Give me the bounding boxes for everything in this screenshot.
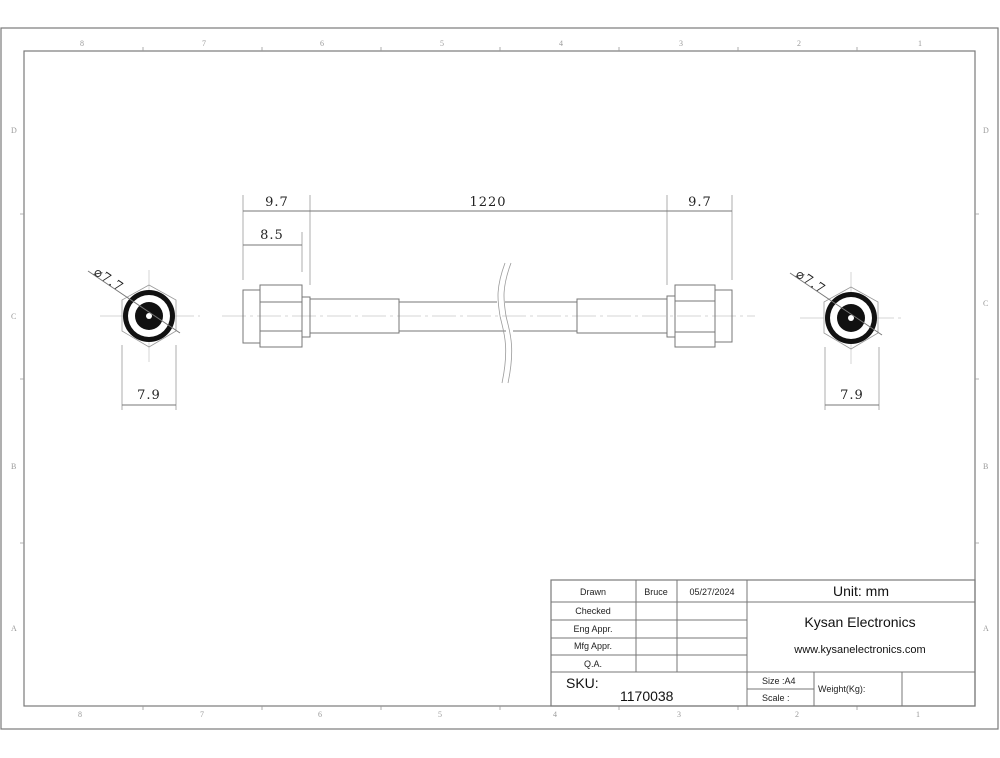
inner-frame	[23, 50, 976, 707]
scale-label: Scale :	[762, 693, 790, 703]
cable-side-view	[242, 262, 733, 384]
grid-col-label: 1	[916, 710, 920, 719]
hex-outline	[121, 284, 177, 348]
company-website: www.kysanelectronics.com	[793, 644, 925, 656]
grid-row-label: B	[983, 462, 988, 471]
grid-labels-bottom: 8 7 6 5 4 3 2 1	[78, 710, 920, 719]
diameter-leader	[87, 270, 181, 334]
left-nut	[242, 289, 261, 344]
diameter-label: ⌀7.7	[91, 265, 126, 296]
row-label: Checked	[575, 606, 611, 616]
dimension-right-connector: 9.7	[688, 195, 712, 210]
grid-row-label: A	[983, 624, 989, 633]
unit-label: Unit: mm	[833, 583, 889, 599]
grid-row-label: D	[983, 126, 989, 135]
right-end-view: ⌀7.7 7.9	[789, 267, 883, 410]
grid-col-label: 4	[559, 39, 563, 48]
grid-col-label: 6	[320, 39, 324, 48]
grid-row-label: D	[11, 126, 17, 135]
grid-row-label: B	[11, 462, 16, 471]
grid-col-label: 8	[78, 710, 82, 719]
grid-col-label: 3	[677, 710, 681, 719]
centerline	[100, 315, 902, 319]
center-pin	[146, 313, 152, 319]
hex-outline	[823, 286, 879, 350]
diameter-leader	[789, 272, 883, 336]
dimension-cable-length: 1220	[469, 195, 506, 210]
grid-col-label: 5	[438, 710, 442, 719]
extension-lines	[824, 347, 880, 410]
drawn-by: Bruce	[644, 587, 668, 597]
break-symbol	[497, 262, 513, 384]
left-end-view: ⌀7.7 7.9	[87, 265, 181, 410]
right-ring	[666, 295, 676, 338]
sku-label: SKU:	[566, 675, 599, 691]
grid-col-label: 8	[80, 39, 84, 48]
dimension-left-hex: 8.5	[260, 228, 284, 243]
grid-row-label: C	[983, 299, 988, 308]
grid-col-label: 2	[795, 710, 799, 719]
grid-col-label: 7	[202, 39, 206, 48]
size-label: Size :A4	[762, 676, 796, 686]
grid-row-label: A	[11, 624, 17, 633]
cable-body	[399, 301, 577, 332]
diameter-label: ⌀7.7	[793, 267, 828, 298]
center-pin	[848, 315, 854, 321]
outer-frame	[0, 27, 999, 730]
grid-row-label: C	[11, 312, 16, 321]
grid-col-label: 6	[318, 710, 322, 719]
grid-col-label: 2	[797, 39, 801, 48]
width-label: 7.9	[137, 388, 161, 403]
grid-labels-top: 8 7 6 5 4 3 2 1	[80, 39, 922, 48]
dimension-left-connector: 9.7	[265, 195, 289, 210]
company-name: Kysan Electronics	[804, 614, 915, 630]
drawn-date: 05/27/2024	[689, 587, 734, 597]
row-label: Drawn	[580, 587, 606, 597]
grid-col-label: 1	[918, 39, 922, 48]
row-label: Mfg Appr.	[574, 641, 612, 651]
weight-label: Weight(Kg):	[818, 684, 865, 694]
title-block: Drawn Bruce 05/27/2024 Checked Eng Appr.…	[550, 579, 976, 707]
row-label: Q.A.	[584, 659, 602, 669]
grid-col-label: 7	[200, 710, 204, 719]
grid-col-label: 4	[553, 710, 557, 719]
grid-col-label: 5	[440, 39, 444, 48]
left-ring	[301, 296, 311, 338]
sku-value: 1170038	[620, 688, 674, 704]
row-label: Eng Appr.	[573, 624, 612, 634]
right-nut	[714, 289, 733, 343]
width-label: 7.9	[840, 388, 864, 403]
side-dimensions: 9.7 1220 9.7 8.5	[242, 195, 733, 285]
grid-ticks	[20, 47, 979, 710]
left-ferrule	[309, 298, 400, 334]
grid-col-label: 3	[679, 39, 683, 48]
grid-labels-side: D C B A D C B A	[11, 126, 989, 633]
extension-lines	[121, 345, 177, 410]
